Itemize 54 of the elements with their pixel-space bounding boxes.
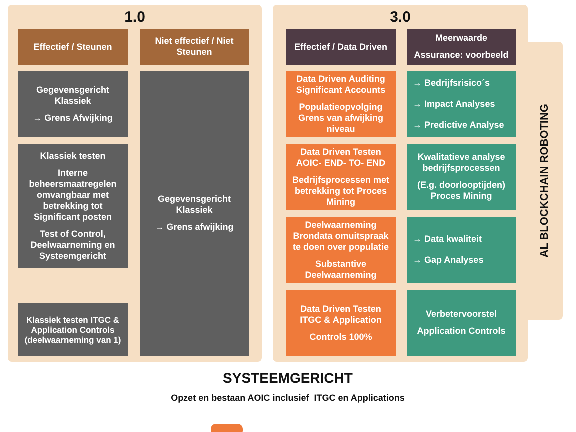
card-text: Deelwaarneming Brondata omuitspraak te doen over populatie: [292, 220, 390, 252]
footer-heading: SYSTEEMGERICHT: [222, 370, 354, 386]
card-text: → Data kwaliteit: [413, 234, 482, 245]
content-card: [18, 303, 128, 356]
column-header: [286, 29, 396, 65]
content-card: [286, 144, 396, 210]
card-text: Verbetervoorstel: [426, 309, 498, 320]
column-header: [407, 29, 516, 65]
content-card: [286, 71, 396, 137]
content-card: [407, 144, 516, 210]
band-label: AL BLOCKCHAIN ROBOTING: [540, 104, 551, 258]
panel-heading: 3.0: [390, 9, 411, 27]
column-header: [18, 29, 128, 65]
footer-note: Opzet en bestaan AOIC inclusief ITGC en Applications: [170, 393, 406, 403]
content-card: [286, 290, 396, 356]
content-card: [18, 71, 128, 137]
section-panel: [8, 5, 262, 362]
card-text: Test of Control, Deelwaarneming en Systeemgericht: [30, 228, 116, 262]
card-text: (E.g. doorlooptijden) Proces Mining: [416, 180, 506, 202]
header-text: Effectief / Steunen: [34, 42, 112, 52]
card-text: → Grens Afwijking: [33, 112, 113, 124]
card-text: Populatieopvolging Grens van afwijking niveau: [297, 102, 385, 134]
header-text: Assurance: voorbeeld: [414, 50, 509, 61]
card-text: Data Driven Testen ITGC & Application: [299, 304, 383, 326]
content-card: [407, 71, 516, 137]
card-text: Controls 100%: [310, 332, 372, 342]
header-text: Effectief / Data Driven: [294, 42, 388, 52]
side-band: [528, 42, 563, 320]
card-text: Data Driven Testen AOIC- END- TO- END: [295, 146, 387, 168]
column-header: [140, 29, 249, 65]
card-text: Substantive Deelwaarneming: [304, 258, 378, 280]
section-panel: [273, 5, 528, 362]
card-text: → Predictive Analyse: [413, 120, 504, 130]
content-card: [407, 290, 516, 356]
card-text: Data Driven Auditing Significant Accounts: [295, 74, 387, 96]
content-card: [18, 144, 128, 268]
card-text: Kwalitatieve analyse bedrijfsprocessen: [416, 152, 506, 174]
card-text: Gegevensgericht Klassiek: [35, 84, 111, 106]
content-card: [407, 217, 516, 283]
card-text: → Gap Analyses: [413, 255, 484, 266]
panel-heading: 1.0: [124, 9, 146, 27]
card-text: → Grens afwijking: [155, 222, 234, 233]
card-text: Klassiek testen ITGC & Application Controls (deelwaarneming van 1): [24, 314, 122, 344]
card-text: → Bedrijfsrisico´s: [413, 78, 490, 88]
header-text: Meerwaarde: [435, 33, 488, 44]
card-text: Bedrijfsprocessen met betrekking tot Proces Mining: [292, 174, 390, 208]
card-text: Gegevensgericht Klassiek: [156, 194, 232, 216]
card-text: → Impact Analyses: [413, 98, 496, 110]
card-text: Klassiek testen: [40, 150, 106, 162]
content-card: [286, 217, 396, 283]
card-text: Interne beheersmaatregelen omvangbaar met betrekking tot Significant posten: [28, 168, 118, 222]
card-text: Application Controls: [417, 326, 506, 337]
header-text: Niet effectief / Niet Steunen: [154, 36, 235, 58]
content-card: [140, 71, 249, 356]
